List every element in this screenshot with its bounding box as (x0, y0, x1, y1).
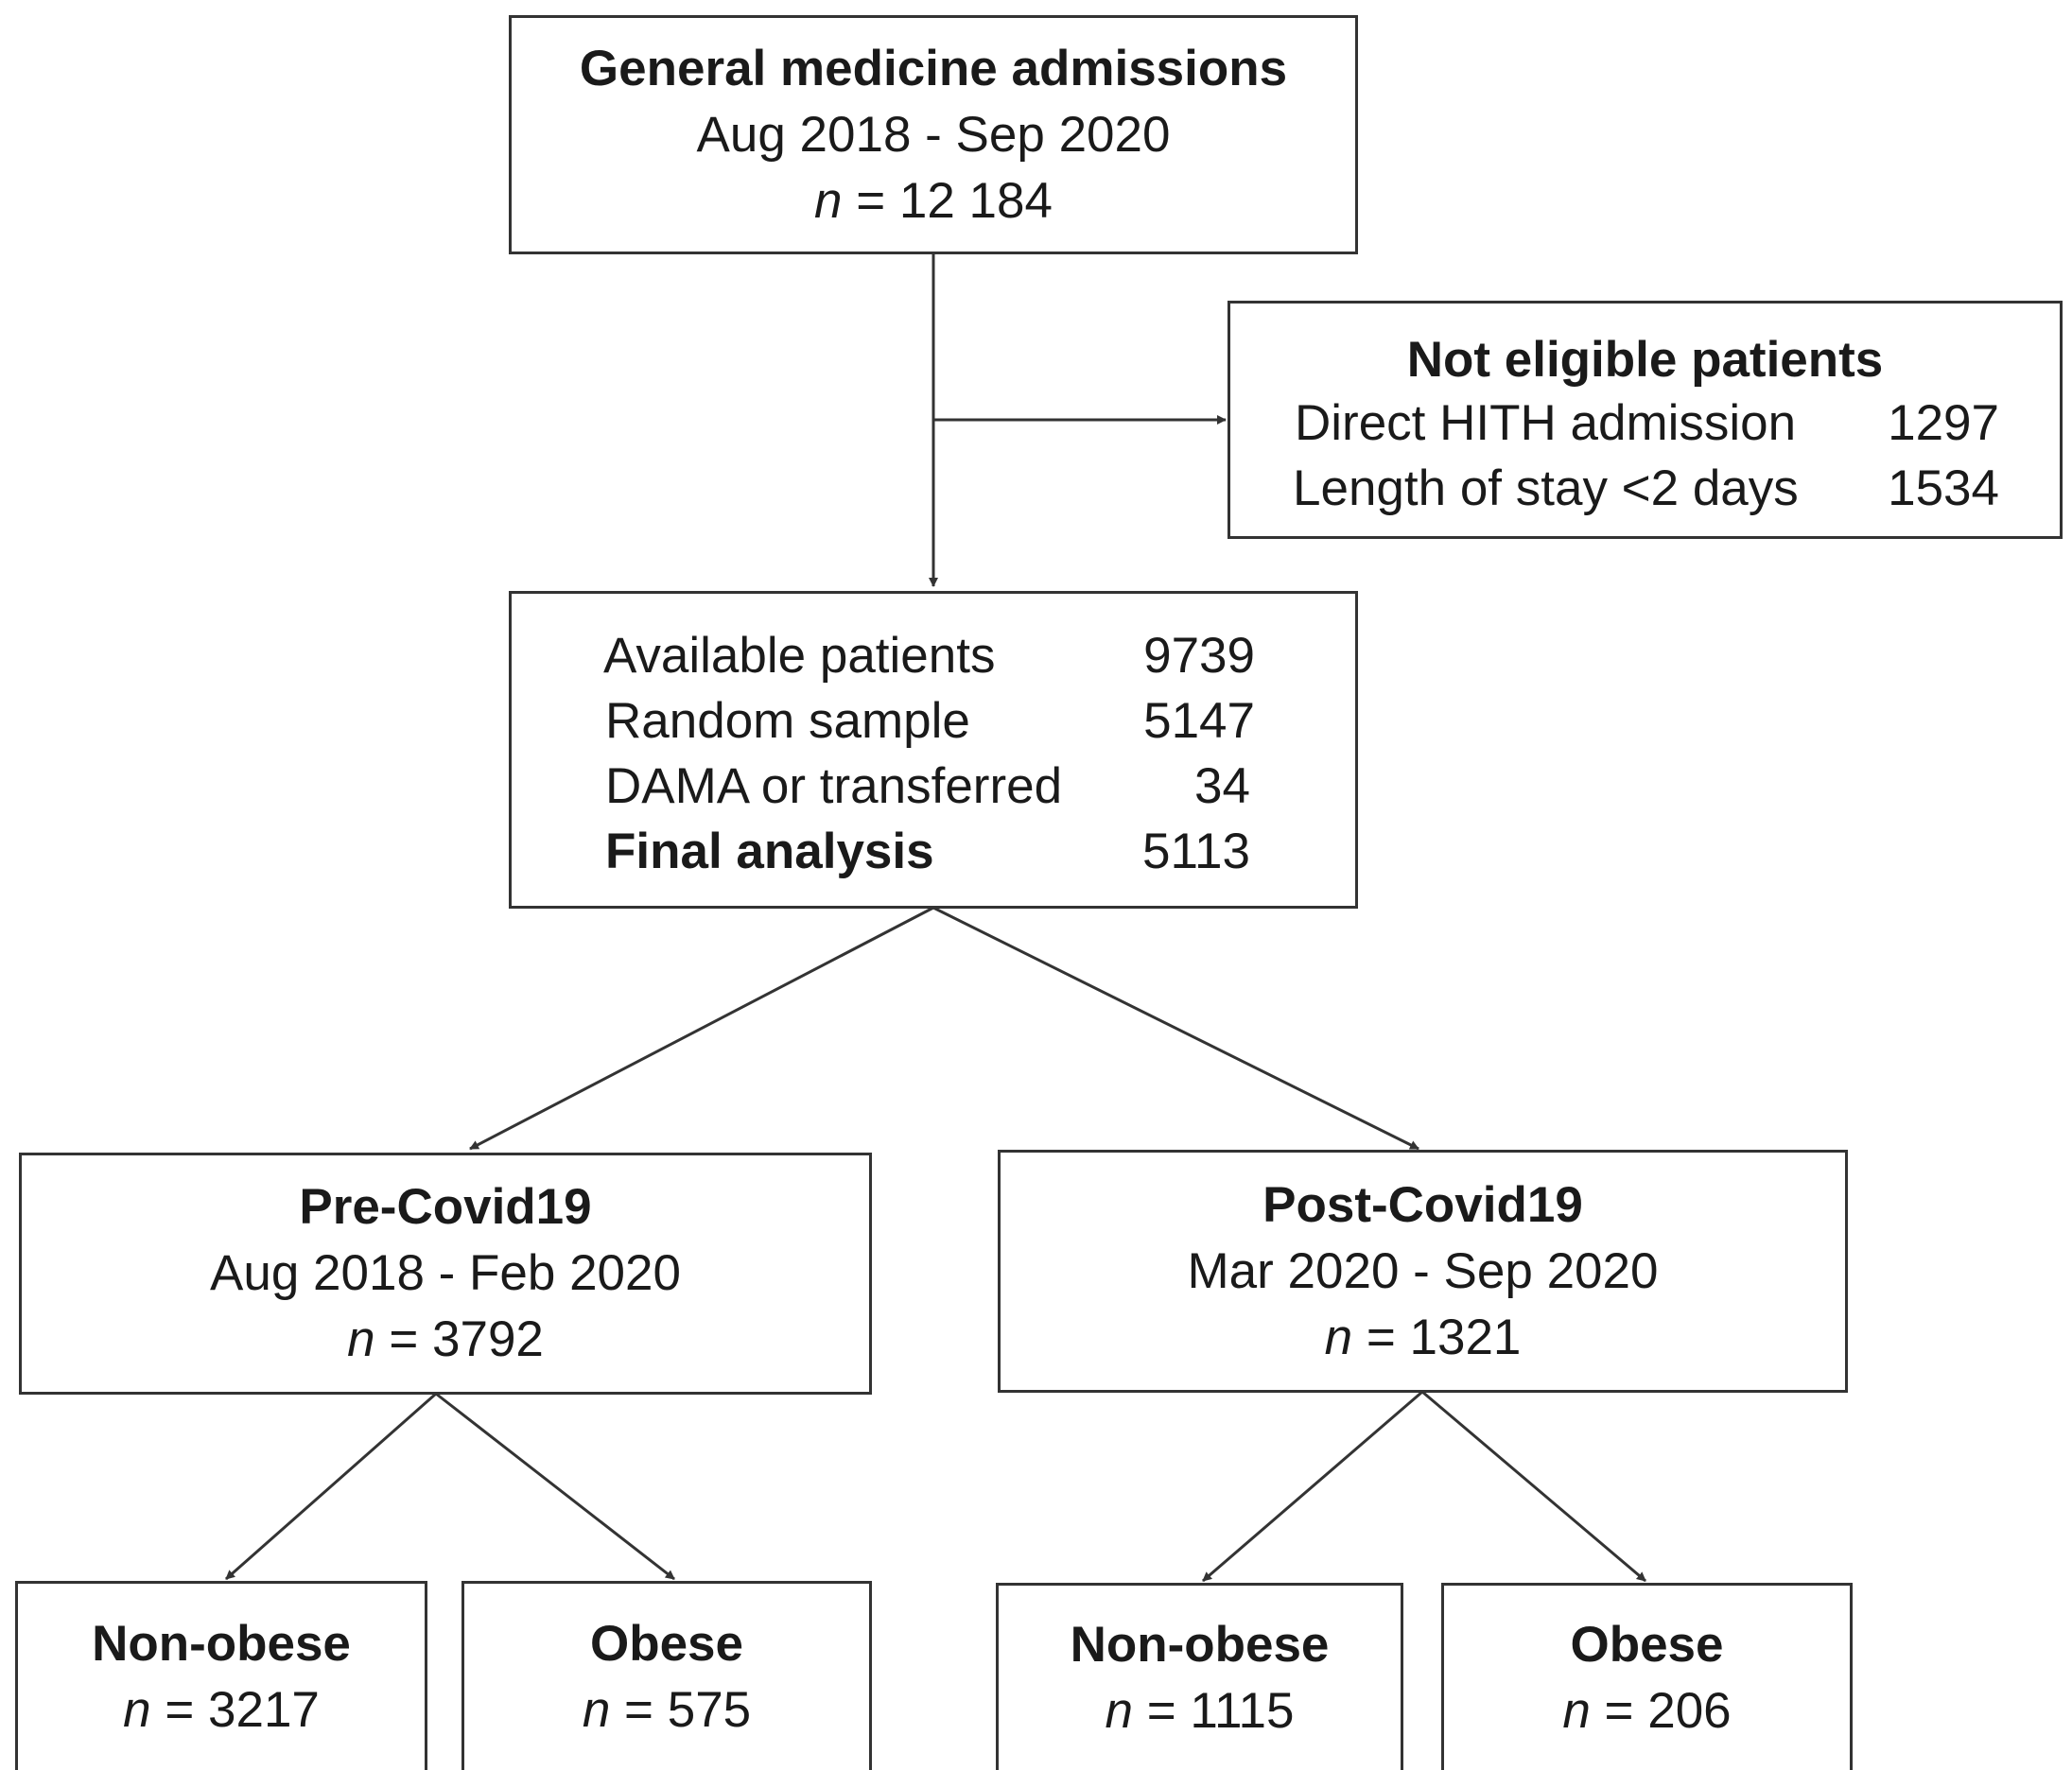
pre-nonobese-n-value: = 3217 (165, 1681, 320, 1738)
admissions-box: General medicine admissions Aug 2018 - S… (509, 15, 1358, 254)
pre-covid-title: Pre-Covid19 (299, 1179, 592, 1235)
n-symbol: n (1105, 1682, 1134, 1739)
post-covid-period: Mar 2020 - Sep 2020 (1187, 1242, 1659, 1299)
random-sample-label: Random sample (605, 693, 970, 749)
excluded-value-los: 1534 (1888, 460, 1999, 516)
pre-nonobese-count: n = 3217 (123, 1677, 320, 1744)
pre-covid-box: Pre-Covid19 Aug 2018 - Feb 2020 n = 3792 (19, 1153, 872, 1395)
n-symbol: n (1324, 1309, 1353, 1365)
admissions-count: n = 12 184 (814, 168, 1053, 234)
post-nonobese-box: Non-obese n = 1115 (996, 1583, 1403, 1770)
arrow-post-to-nonobese (1202, 1390, 1423, 1583)
admissions-title: General medicine admissions (579, 40, 1288, 96)
excluded-label-los: Length of stay <2 days (1293, 460, 1799, 516)
post-obese-box: Obese n = 206 (1441, 1583, 1853, 1770)
admissions-n-value: = 12 184 (856, 172, 1053, 229)
final-analysis-label: Final analysis (605, 824, 934, 879)
pre-obese-count: n = 575 (583, 1677, 751, 1744)
pre-covid-n-value: = 3792 (389, 1311, 544, 1367)
arrow-post-to-obese (1421, 1390, 1646, 1583)
arrow-pre-to-obese (435, 1392, 675, 1581)
post-covid-count: n = 1321 (1325, 1305, 1522, 1371)
post-nonobese-count: n = 1115 (1106, 1678, 1295, 1744)
pre-nonobese-title: Non-obese (92, 1615, 351, 1672)
arrow-available-to-post (932, 906, 1419, 1151)
pre-covid-period: Aug 2018 - Feb 2020 (210, 1245, 681, 1301)
post-nonobese-title: Non-obese (1070, 1616, 1330, 1673)
available-value: 9739 (1143, 628, 1255, 684)
post-obese-n-value: = 206 (1604, 1682, 1732, 1739)
available-label: Available patients (603, 628, 996, 684)
admissions-period: Aug 2018 - Sep 2020 (696, 106, 1171, 163)
post-obese-title: Obese (1570, 1616, 1724, 1673)
n-symbol: n (813, 172, 843, 229)
n-symbol: n (582, 1681, 611, 1738)
n-symbol: n (1562, 1682, 1591, 1739)
post-covid-box: Post-Covid19 Mar 2020 - Sep 2020 n = 132… (998, 1150, 1848, 1393)
final-analysis-value: 5113 (1142, 824, 1250, 879)
excluded-value-hith: 1297 (1888, 395, 1999, 451)
pre-obese-title: Obese (589, 1615, 744, 1672)
dama-value: 34 (1194, 758, 1250, 814)
n-symbol: n (123, 1681, 151, 1738)
post-nonobese-n-value: = 1115 (1146, 1682, 1295, 1739)
pre-obese-n-value: = 575 (624, 1681, 752, 1738)
not-eligible-title: Not eligible patients (1406, 332, 1884, 388)
pre-covid-count: n = 3792 (347, 1307, 544, 1373)
post-covid-n-value: = 1321 (1366, 1309, 1522, 1365)
excluded-label-hith: Direct HITH admission (1295, 395, 1797, 451)
n-symbol: n (347, 1311, 375, 1367)
random-sample-value: 5147 (1143, 693, 1255, 749)
arrow-pre-to-nonobese (225, 1392, 437, 1581)
dama-label: DAMA or transferred (605, 758, 1063, 814)
arrow-available-to-pre (469, 906, 934, 1151)
pre-nonobese-box: Non-obese n = 3217 (15, 1581, 427, 1770)
pre-obese-box: Obese n = 575 (461, 1581, 872, 1770)
available-patients-box: Available patients 9739 Random sample 51… (509, 591, 1358, 909)
post-obese-count: n = 206 (1562, 1678, 1731, 1744)
post-covid-title: Post-Covid19 (1262, 1176, 1583, 1233)
not-eligible-box: Not eligible patients Direct HITH admiss… (1228, 301, 2063, 539)
